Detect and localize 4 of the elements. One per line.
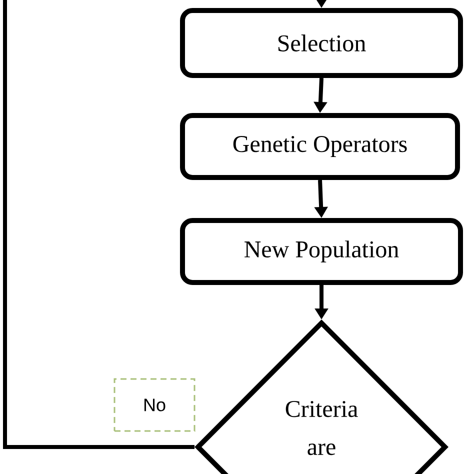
edge-label: No (114, 378, 196, 432)
process-box: Selection (180, 8, 463, 78)
process-box: Genetic Operators (180, 113, 460, 180)
process-box: New Population (180, 218, 463, 285)
